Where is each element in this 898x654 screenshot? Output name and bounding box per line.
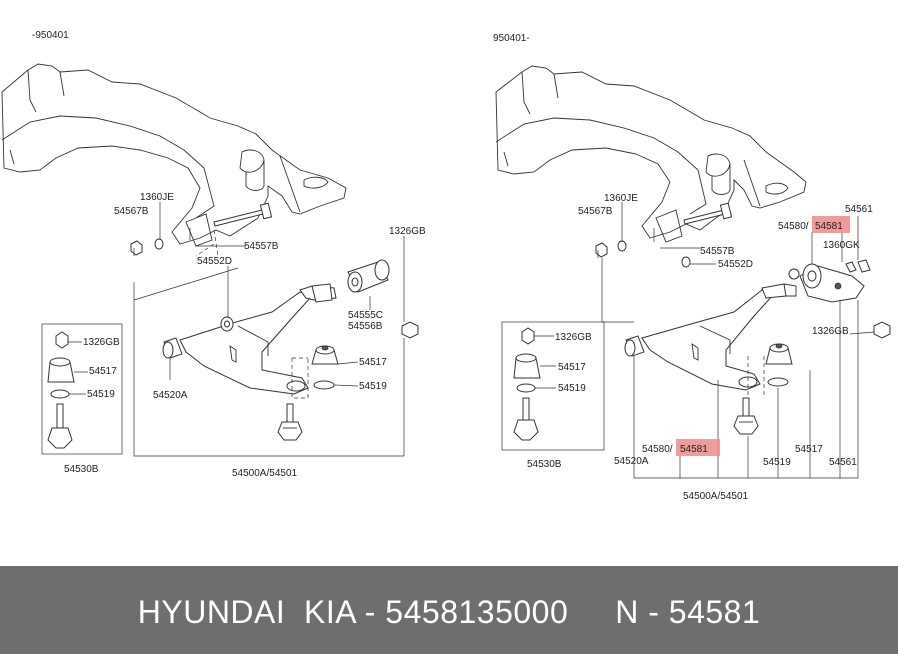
right-bush-54520a: [624, 335, 645, 357]
left-bush-54555c: [347, 259, 390, 293]
right-box-label-54519: 54519: [558, 383, 586, 394]
right-label-54581-lower: 54581: [680, 444, 708, 455]
right-label-54520a: 54520A: [614, 456, 649, 467]
right-nut-54567b: [595, 242, 608, 258]
left-nut-54567b: [130, 240, 143, 256]
right-washer-54552d: [681, 256, 691, 268]
right-ball-joint: [733, 397, 759, 435]
right-washer-54561: [857, 259, 871, 273]
right-subframe: [495, 65, 807, 243]
parts-diagram: -950401: [1, 30, 891, 502]
part-number-text: HYUNDAI KIA - 5458135000 N - 54581: [137, 594, 761, 630]
right-box-label-1326gb: 1326GB: [555, 332, 592, 343]
left-serial: -950401: [32, 30, 69, 41]
right-bracket-54581: [788, 263, 865, 303]
right-serial: 950401-: [493, 33, 530, 44]
right-washer-1360je: [617, 240, 627, 252]
left-nut-1326gb: [401, 321, 419, 339]
left-washer-54519: [313, 380, 335, 390]
right-label-54581-upper: 54581: [815, 221, 843, 232]
right-bolt-54557b: [683, 202, 733, 225]
left-label-54555c: 54555C: [348, 310, 383, 321]
right-label-assembly: 54500A/54501: [683, 491, 749, 502]
highlight-54581-lower: [676, 439, 720, 456]
right-label-54580-lower: 54580/: [642, 444, 673, 455]
right-label-1360je: 1360JE: [604, 193, 638, 204]
right-label-1360gk: 1360GK: [823, 240, 860, 251]
left-subframe: [1, 63, 347, 247]
left-label-54552d: 54552D: [197, 256, 232, 267]
right-bush-54517: [765, 343, 793, 365]
highlight-54581-upper: [812, 216, 850, 233]
right-label-54557b: 54557B: [700, 246, 735, 257]
left-box-label-54519: 54519: [87, 389, 115, 400]
right-bolt-1360gk: [845, 261, 857, 273]
right-label-54567b: 54567B: [578, 206, 613, 217]
left-label-54517: 54517: [359, 357, 387, 368]
right-label-54580-upper: 54580/: [778, 221, 809, 232]
left-bolt-54557b: [213, 202, 273, 227]
right-diagram: 950401-: [493, 33, 891, 502]
left-control-arm: [179, 283, 337, 395]
right-washer-54519: [767, 377, 789, 387]
right-label-54517: 54517: [795, 444, 823, 455]
left-label-54519: 54519: [359, 381, 387, 392]
part-number-banner: HYUNDAI KIA - 5458135000 N - 54581: [0, 566, 898, 654]
left-label-54530b: 54530B: [64, 464, 99, 475]
right-ball-joint-box: [501, 321, 605, 451]
left-label-54520a: 54520A: [153, 390, 188, 401]
left-bush-54517: [311, 345, 339, 365]
left-label-assembly: 54500A/54501: [232, 468, 298, 479]
left-box-label-1326gb: 1326GB: [83, 337, 120, 348]
right-label-54561-lower: 54561: [829, 457, 857, 468]
left-ball-joint: [277, 403, 303, 441]
left-box-label-54517: 54517: [89, 366, 117, 377]
right-label-54519: 54519: [763, 457, 791, 468]
left-bush-54520a: [162, 337, 183, 359]
right-label-54552d: 54552D: [718, 259, 753, 270]
right-nut-1326gb: [873, 321, 891, 339]
right-label-54530b: 54530B: [527, 459, 562, 470]
left-washer-1360je: [154, 238, 164, 250]
right-label-54561: 54561: [845, 204, 873, 215]
left-label-1326gb: 1326GB: [389, 226, 426, 237]
left-ball-joint-box: [41, 323, 123, 455]
right-control-arm: [641, 283, 797, 391]
left-diagram: -950401: [1, 30, 426, 479]
left-label-54567b: 54567B: [114, 206, 149, 217]
right-label-1326gb: 1326GB: [812, 326, 849, 337]
left-label-54556b: 54556B: [348, 321, 383, 332]
left-box-parts: [47, 331, 88, 449]
right-box-label-54517: 54517: [558, 362, 586, 373]
right-box-parts: [513, 327, 556, 441]
left-label-1360je: 1360JE: [140, 192, 174, 203]
left-label-54557b: 54557B: [244, 241, 279, 252]
